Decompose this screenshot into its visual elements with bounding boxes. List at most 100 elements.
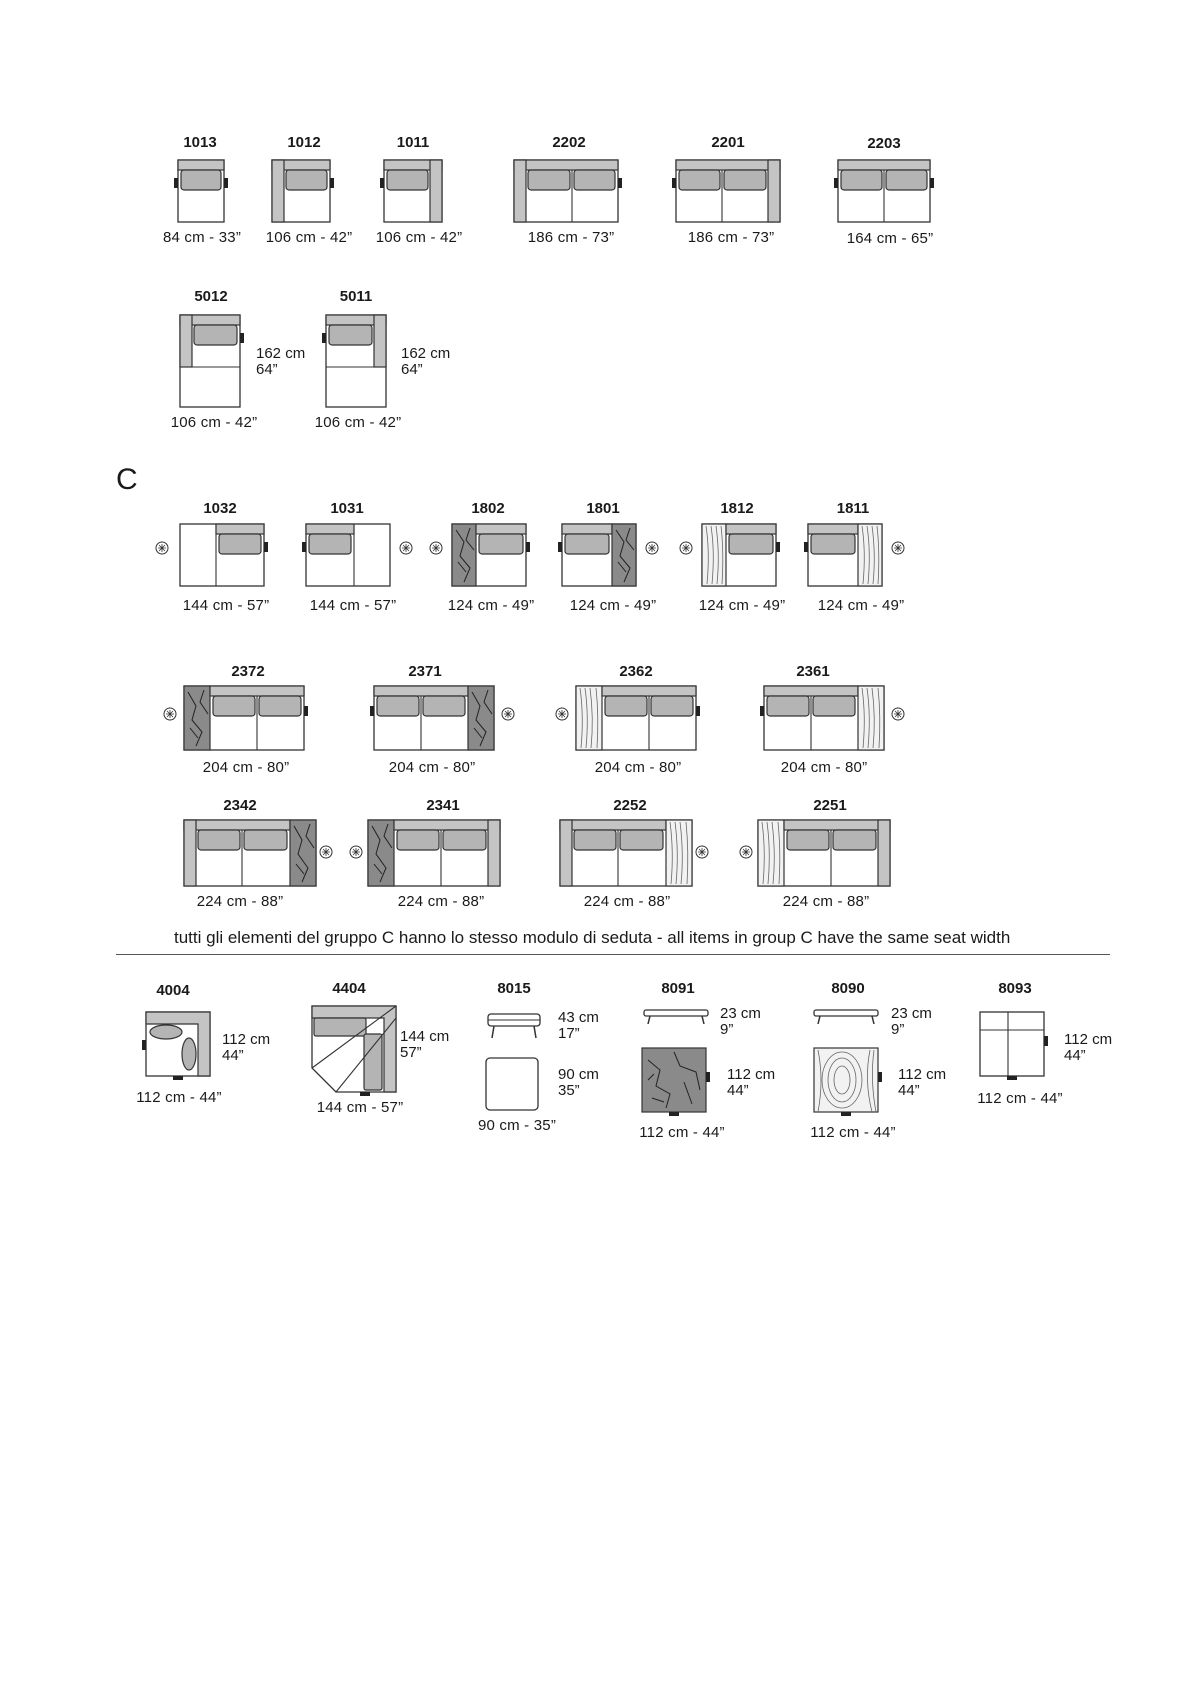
- module-code: 2251: [813, 797, 847, 814]
- module-dimension: 186 cm - 73”: [527, 229, 615, 246]
- module-code: 1031: [330, 500, 364, 517]
- module-dimension: 186 cm - 73”: [687, 229, 775, 246]
- module-height: 23 cm 9”: [720, 1006, 761, 1038]
- module-dimension: 106 cm - 42”: [170, 414, 258, 431]
- module-code: 1012: [287, 134, 321, 151]
- side-in: 35”: [558, 1082, 580, 1099]
- module-code: 1011: [396, 134, 430, 151]
- module-8091-side-drawing: [643, 1009, 709, 1025]
- module-1801-drawing: [558, 523, 659, 587]
- height-in: 9”: [891, 1021, 905, 1038]
- depth-cm: 162 cm: [256, 345, 306, 362]
- module-code: 1801: [586, 500, 620, 517]
- module-code: 1811: [836, 500, 870, 517]
- module-1013-drawing: [174, 159, 228, 223]
- side-cm: 112 cm: [1064, 1031, 1113, 1048]
- module-8015-side-drawing: [487, 1013, 541, 1039]
- module-5011-drawing: [322, 314, 387, 408]
- module-code: 1802: [471, 500, 505, 517]
- module-dimension: 112 cm - 44”: [136, 1089, 222, 1106]
- module-code: 4404: [332, 980, 366, 997]
- module-8093-drawing: [979, 1011, 1048, 1080]
- module-code: 8093: [998, 980, 1032, 997]
- side-in: 44”: [1064, 1047, 1086, 1064]
- module-8090-side-drawing: [813, 1009, 879, 1025]
- module-side: 112 cm 44”: [1064, 1032, 1112, 1064]
- module-code: 1812: [720, 500, 754, 517]
- module-code: 2372: [231, 663, 265, 680]
- module-dimension: 164 cm - 65”: [846, 230, 934, 247]
- module-code: 2252: [613, 797, 647, 814]
- module-2341-drawing: [349, 819, 501, 887]
- module-dimension: 144 cm - 57”: [182, 597, 270, 614]
- side-cm: 112 cm: [222, 1031, 271, 1048]
- module-1031-drawing: [302, 523, 413, 587]
- module-1811-drawing: [804, 523, 905, 587]
- module-dimension: 224 cm - 88”: [782, 893, 870, 910]
- module-dimension: 224 cm - 88”: [397, 893, 485, 910]
- module-dimension: 124 cm - 49”: [698, 597, 786, 614]
- module-dimension: 124 cm - 49”: [447, 597, 535, 614]
- module-code: 8090: [831, 980, 865, 997]
- module-depth: 162 cm 64”: [256, 346, 305, 378]
- height-cm: 23 cm: [720, 1005, 761, 1022]
- height-cm: 23 cm: [891, 1005, 932, 1022]
- module-1012-drawing: [271, 159, 334, 223]
- height-in: 9”: [720, 1021, 734, 1038]
- module-4404-drawing: [311, 1005, 397, 1096]
- module-dimension: 124 cm - 49”: [817, 597, 905, 614]
- module-8015-drawing: [485, 1057, 539, 1111]
- module-dimension: 224 cm - 88”: [196, 893, 284, 910]
- module-2251-drawing: [739, 819, 891, 887]
- module-dimension: 144 cm - 57”: [316, 1099, 404, 1116]
- module-code: 2342: [223, 797, 257, 814]
- module-2362-drawing: [555, 685, 700, 751]
- module-1812-drawing: [679, 523, 780, 587]
- side-cm: 90 cm: [558, 1066, 599, 1083]
- module-code: 1013: [183, 134, 217, 151]
- side-in: 57”: [400, 1044, 422, 1061]
- module-2203-drawing: [834, 159, 934, 223]
- height-cm: 43 cm: [558, 1009, 599, 1026]
- module-2361-drawing: [760, 685, 905, 751]
- module-1032-drawing: [155, 523, 268, 587]
- side-cm: 112 cm: [727, 1066, 776, 1083]
- module-2371-drawing: [370, 685, 515, 751]
- divider: [116, 954, 1110, 955]
- module-code: 5011: [339, 288, 373, 305]
- module-2201-drawing: [672, 159, 781, 223]
- side-cm: 112 cm: [898, 1066, 947, 1083]
- module-side: 112 cm 44”: [898, 1067, 946, 1099]
- module-dimension: 204 cm - 80”: [780, 759, 868, 776]
- module-side: 112 cm 44”: [727, 1067, 775, 1099]
- module-depth: 162 cm 64”: [401, 346, 450, 378]
- module-2202-drawing: [513, 159, 622, 223]
- module-code: 2371: [408, 663, 442, 680]
- module-dimension: 112 cm - 44”: [810, 1124, 896, 1141]
- side-in: 44”: [898, 1082, 920, 1099]
- module-dimension: 106 cm - 42”: [265, 229, 353, 246]
- module-dimension: 224 cm - 88”: [583, 893, 671, 910]
- side-in: 44”: [727, 1082, 749, 1099]
- module-dimension: 204 cm - 80”: [594, 759, 682, 776]
- module-code: 2362: [619, 663, 653, 680]
- module-code: 4004: [156, 982, 190, 999]
- module-4004-drawing: [142, 1011, 211, 1080]
- module-dimension: 90 cm - 35”: [477, 1117, 557, 1134]
- depth-in: 64”: [401, 361, 423, 378]
- module-code: 8015: [497, 980, 531, 997]
- group-note: tutti gli elementi del gruppo C hanno lo…: [174, 928, 1011, 947]
- module-dimension: 204 cm - 80”: [388, 759, 476, 776]
- module-code: 2202: [552, 134, 586, 151]
- module-height: 23 cm 9”: [891, 1006, 932, 1038]
- module-dimension: 106 cm - 42”: [314, 414, 402, 431]
- module-2252-drawing: [559, 819, 709, 887]
- module-dimension: 106 cm - 42”: [375, 229, 463, 246]
- module-1802-drawing: [429, 523, 530, 587]
- module-code: 2203: [867, 135, 901, 152]
- module-5012-drawing: [179, 314, 244, 408]
- module-side: 90 cm 35”: [558, 1067, 599, 1099]
- depth-in: 64”: [256, 361, 278, 378]
- module-side: 112 cm 44”: [222, 1032, 270, 1064]
- module-dimension: 84 cm - 33”: [162, 229, 242, 246]
